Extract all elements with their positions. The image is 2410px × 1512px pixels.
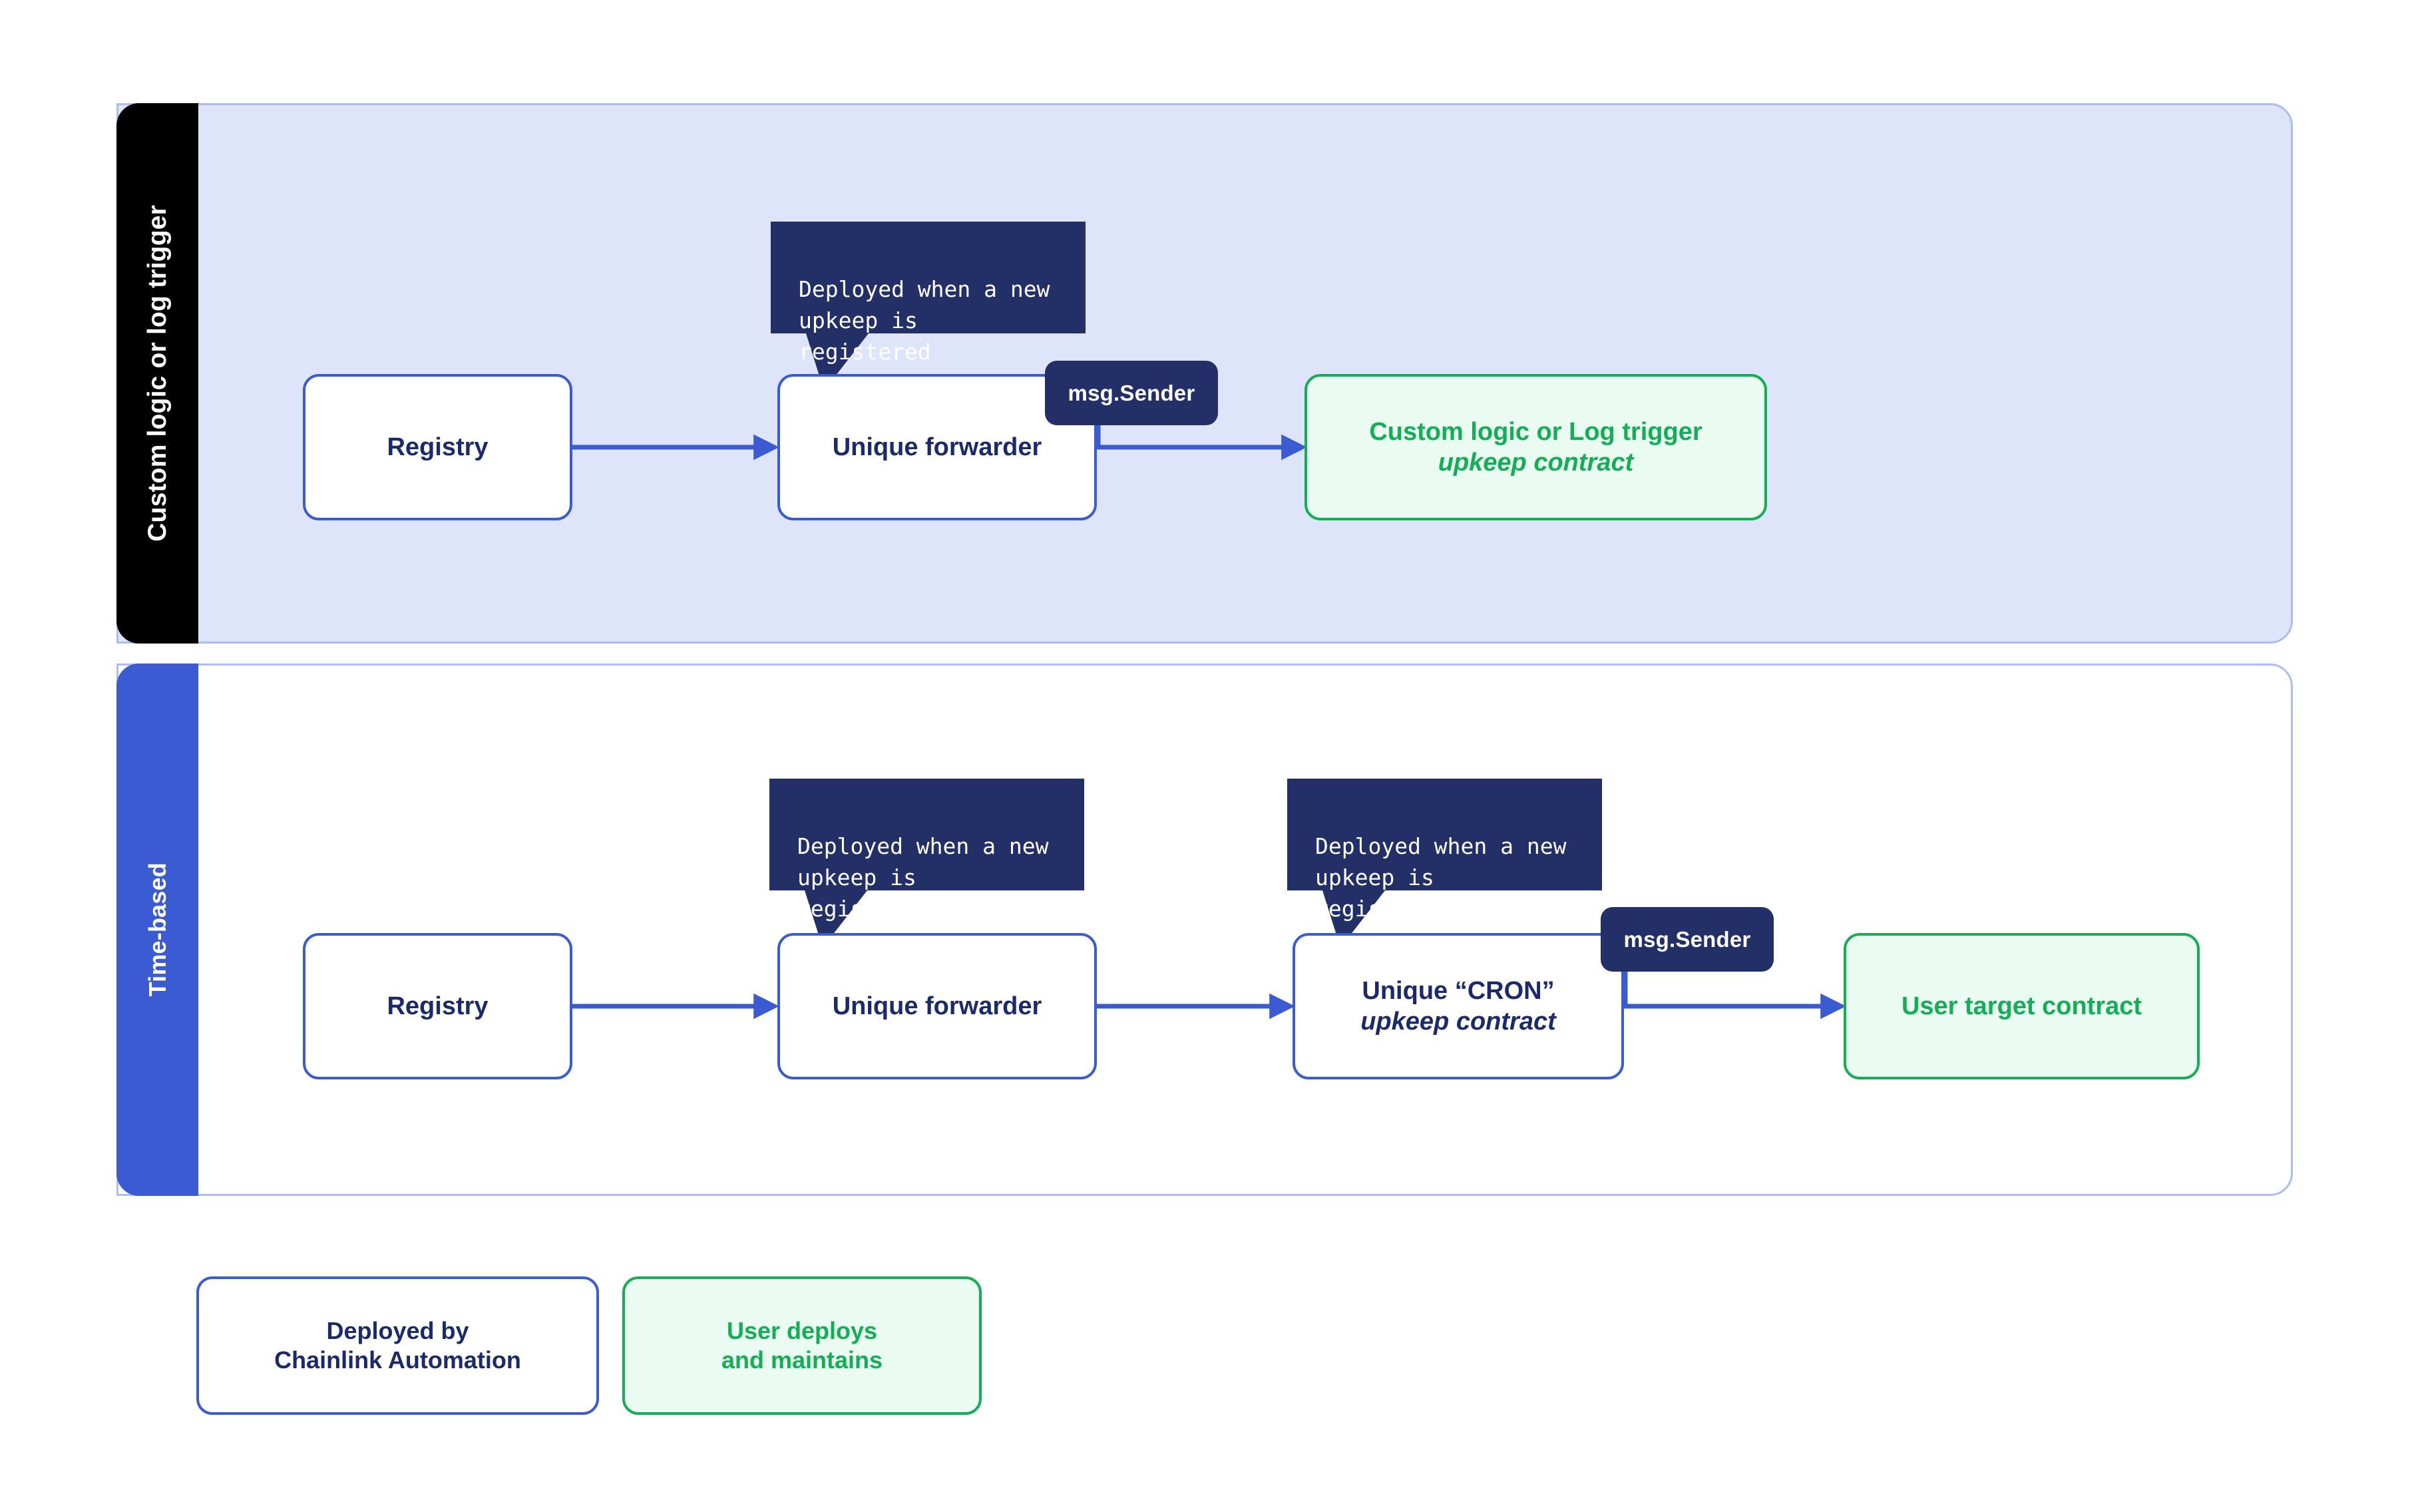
legend-deployed-by-chainlink-line1: Deployed by: [326, 1317, 469, 1345]
legend-user-deploys-line2: and maintains: [721, 1346, 883, 1374]
tooltip-deployed-row1: Deployed when a new upkeep is registered: [771, 222, 1086, 365]
node-unique-forwarder-row1-label: Unique forwarder: [832, 433, 1042, 461]
tooltip-deployed-forwarder-row2: Deployed when a new upkeep is registered: [769, 779, 1084, 922]
node-registry-row1[interactable]: Registry: [303, 374, 572, 520]
node-upkeep-contract-row1[interactable]: Custom logic or Log trigger upkeep contr…: [1305, 374, 1767, 520]
node-user-target-contract-row2[interactable]: User target contract: [1844, 933, 2200, 1079]
node-unique-forwarder-row2[interactable]: Unique forwarder: [777, 933, 1097, 1079]
badge-msg-sender-row2: msg.Sender: [1601, 907, 1774, 972]
node-unique-forwarder-row2-label: Unique forwarder: [832, 992, 1042, 1020]
legend-deployed-by-chainlink: Deployed by Chainlink Automation: [196, 1276, 599, 1415]
tooltip-deployed-forwarder-row2-text: Deployed when a new upkeep is registered: [797, 833, 1049, 922]
node-registry-row1-label: Registry: [387, 433, 489, 461]
node-registry-row2[interactable]: Registry: [303, 933, 572, 1079]
legend-deployed-by-chainlink-line2: Chainlink Automation: [274, 1346, 521, 1374]
panel-time-based: [116, 663, 2293, 1196]
legend-user-deploys: User deploys and maintains: [622, 1276, 982, 1415]
tooltip-deployed-row1-text: Deployed when a new upkeep is registered: [799, 276, 1050, 365]
badge-msg-sender-row1-label: msg.Sender: [1068, 380, 1195, 405]
tooltip-deployed-cron-row2-text: Deployed when a new upkeep is registered: [1315, 833, 1567, 922]
tooltip-deployed-cron-row2: Deployed when a new upkeep is registered: [1287, 779, 1602, 922]
node-upkeep-contract-row1-line1: Custom logic or Log trigger: [1369, 417, 1703, 446]
legend-user-deploys-line1: User deploys: [726, 1317, 878, 1345]
node-cron-upkeep-contract-row2-line2: upkeep contract: [1360, 1008, 1556, 1036]
badge-msg-sender-row2-label: msg.Sender: [1623, 926, 1751, 952]
row-label-time-based: Time-based: [116, 663, 198, 1196]
node-unique-forwarder-row1[interactable]: Unique forwarder: [777, 374, 1097, 520]
node-upkeep-contract-row1-line2: upkeep contract: [1438, 449, 1634, 476]
row-label-custom-logic: Custom logic or log trigger: [116, 103, 198, 644]
node-registry-row2-label: Registry: [387, 992, 489, 1020]
node-user-target-contract-row2-label: User target contract: [1901, 992, 2142, 1020]
row-label-custom-logic-text: Custom logic or log trigger: [142, 205, 172, 542]
row-label-time-based-text: Time-based: [143, 862, 171, 997]
node-cron-upkeep-contract-row2-line1: Unique “CRON”: [1362, 976, 1555, 1005]
badge-msg-sender-row1: msg.Sender: [1045, 361, 1218, 425]
node-cron-upkeep-contract-row2[interactable]: Unique “CRON” upkeep contract: [1293, 933, 1624, 1079]
